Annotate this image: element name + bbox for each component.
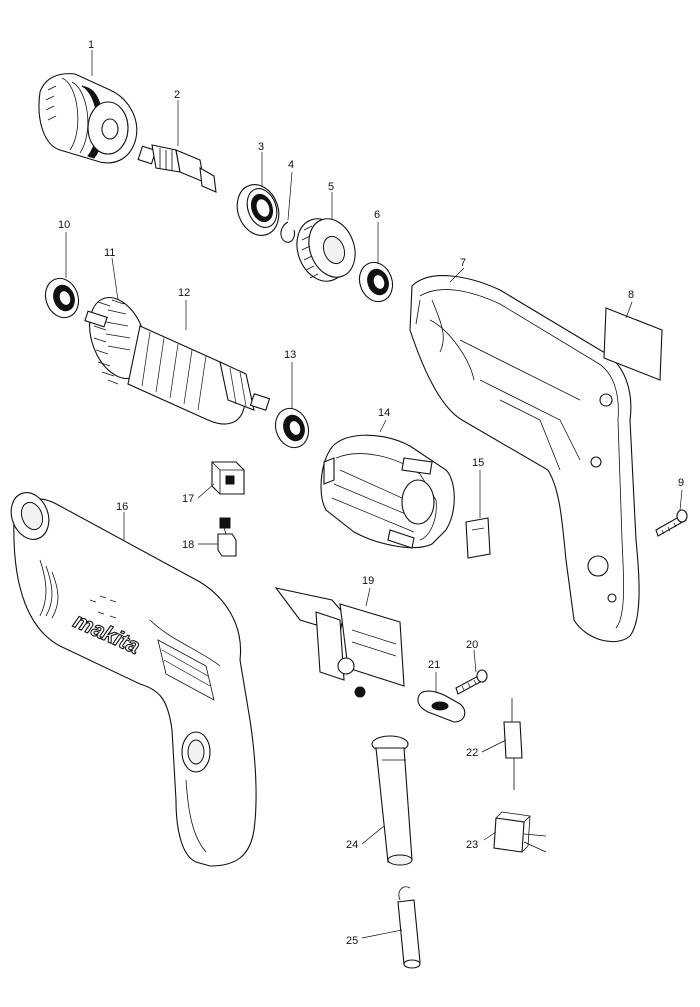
part-8-label-plate: [603, 307, 663, 381]
part-17-brush-holder: [211, 461, 245, 495]
part-2-spindle: [137, 144, 217, 193]
callout-13: 13: [284, 349, 296, 361]
callout-14: 14: [378, 407, 390, 419]
callout-23: 23: [466, 839, 478, 851]
callout-16: 16: [116, 501, 128, 513]
part-15-insulation: [465, 517, 491, 559]
callout-4: 4: [288, 159, 294, 171]
part-10-bearing: [44, 277, 80, 319]
callout-25: 25: [346, 935, 358, 947]
callout-3: 3: [258, 141, 264, 153]
callout-11: 11: [104, 247, 115, 259]
leader-lines: [65, 50, 683, 939]
part-7-housing-half: [409, 275, 640, 643]
part-12-armature: [84, 310, 271, 425]
part-6-bearing: [358, 261, 394, 303]
part-number-callouts: 1 2 3 4 5 6 7 8 9 10 11 12 13 14 15 16 1…: [58, 39, 684, 947]
callout-8: 8: [628, 289, 634, 301]
callout-18: 18: [182, 539, 194, 551]
part-21-cord-clamp: [417, 690, 466, 723]
callout-19: 19: [362, 575, 374, 587]
callout-2: 2: [174, 89, 180, 101]
part-25-power-cord: [397, 886, 421, 969]
callout-1: 1: [88, 39, 94, 51]
callout-20: 20: [466, 639, 478, 651]
part-9-screw: [655, 509, 688, 537]
callout-15: 15: [472, 457, 484, 469]
callout-24: 24: [346, 839, 358, 851]
part-1-drill-chuck: [38, 73, 138, 164]
part-3-bearing: [236, 184, 280, 236]
part-13-bearing: [274, 407, 310, 449]
part-24-strain-relief: [371, 735, 413, 866]
callout-17: 17: [182, 493, 194, 505]
callout-10: 10: [58, 219, 70, 231]
part-4-retaining-ring: [280, 221, 296, 243]
callout-9: 9: [678, 477, 684, 489]
part-22-noise-suppressor: [503, 698, 523, 790]
callout-21: 21: [428, 659, 440, 671]
part-20-screw: [455, 669, 488, 695]
callout-5: 5: [328, 181, 334, 193]
callout-6: 6: [374, 209, 380, 221]
part-19-switch: [274, 587, 405, 698]
callout-22: 22: [466, 747, 478, 759]
part-16-housing-set: makita: [10, 492, 257, 867]
part-14-field-stator: [320, 434, 455, 549]
part-23-capacitor: [493, 811, 547, 853]
callout-7: 7: [460, 257, 466, 269]
part-18-carbon-brush: [217, 517, 237, 557]
callout-12: 12: [178, 287, 190, 299]
part-5-gear: [296, 218, 356, 282]
